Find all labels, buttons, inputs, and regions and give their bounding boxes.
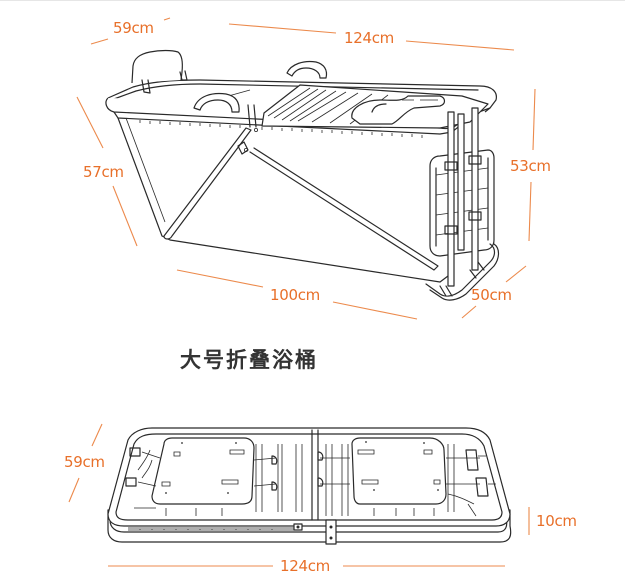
dim-left-height: 57cm [83,163,124,181]
dim-bottom-length: 100cm [270,286,320,304]
handles [193,60,328,113]
shelf-lid [261,84,489,129]
top-border [0,0,625,1]
dim-top-length: 124cm [344,29,394,47]
end-frame [425,107,500,301]
dim-folded-length: 124cm [280,557,330,575]
dimension-lines-unfolded [76,17,536,320]
folded-tub [107,427,512,545]
dim-folded-thickness: 10cm [536,512,577,530]
product-title: 大号折叠浴桶 [180,348,318,372]
folding-leg [163,127,439,271]
headrest [131,49,188,94]
dim-bottom-width: 50cm [471,286,512,304]
dim-folded-width: 59cm [64,453,105,471]
dim-right-height: 53cm [510,157,551,175]
dim-top-width: 59cm [113,19,154,37]
dimension-lines-folded [68,423,530,567]
